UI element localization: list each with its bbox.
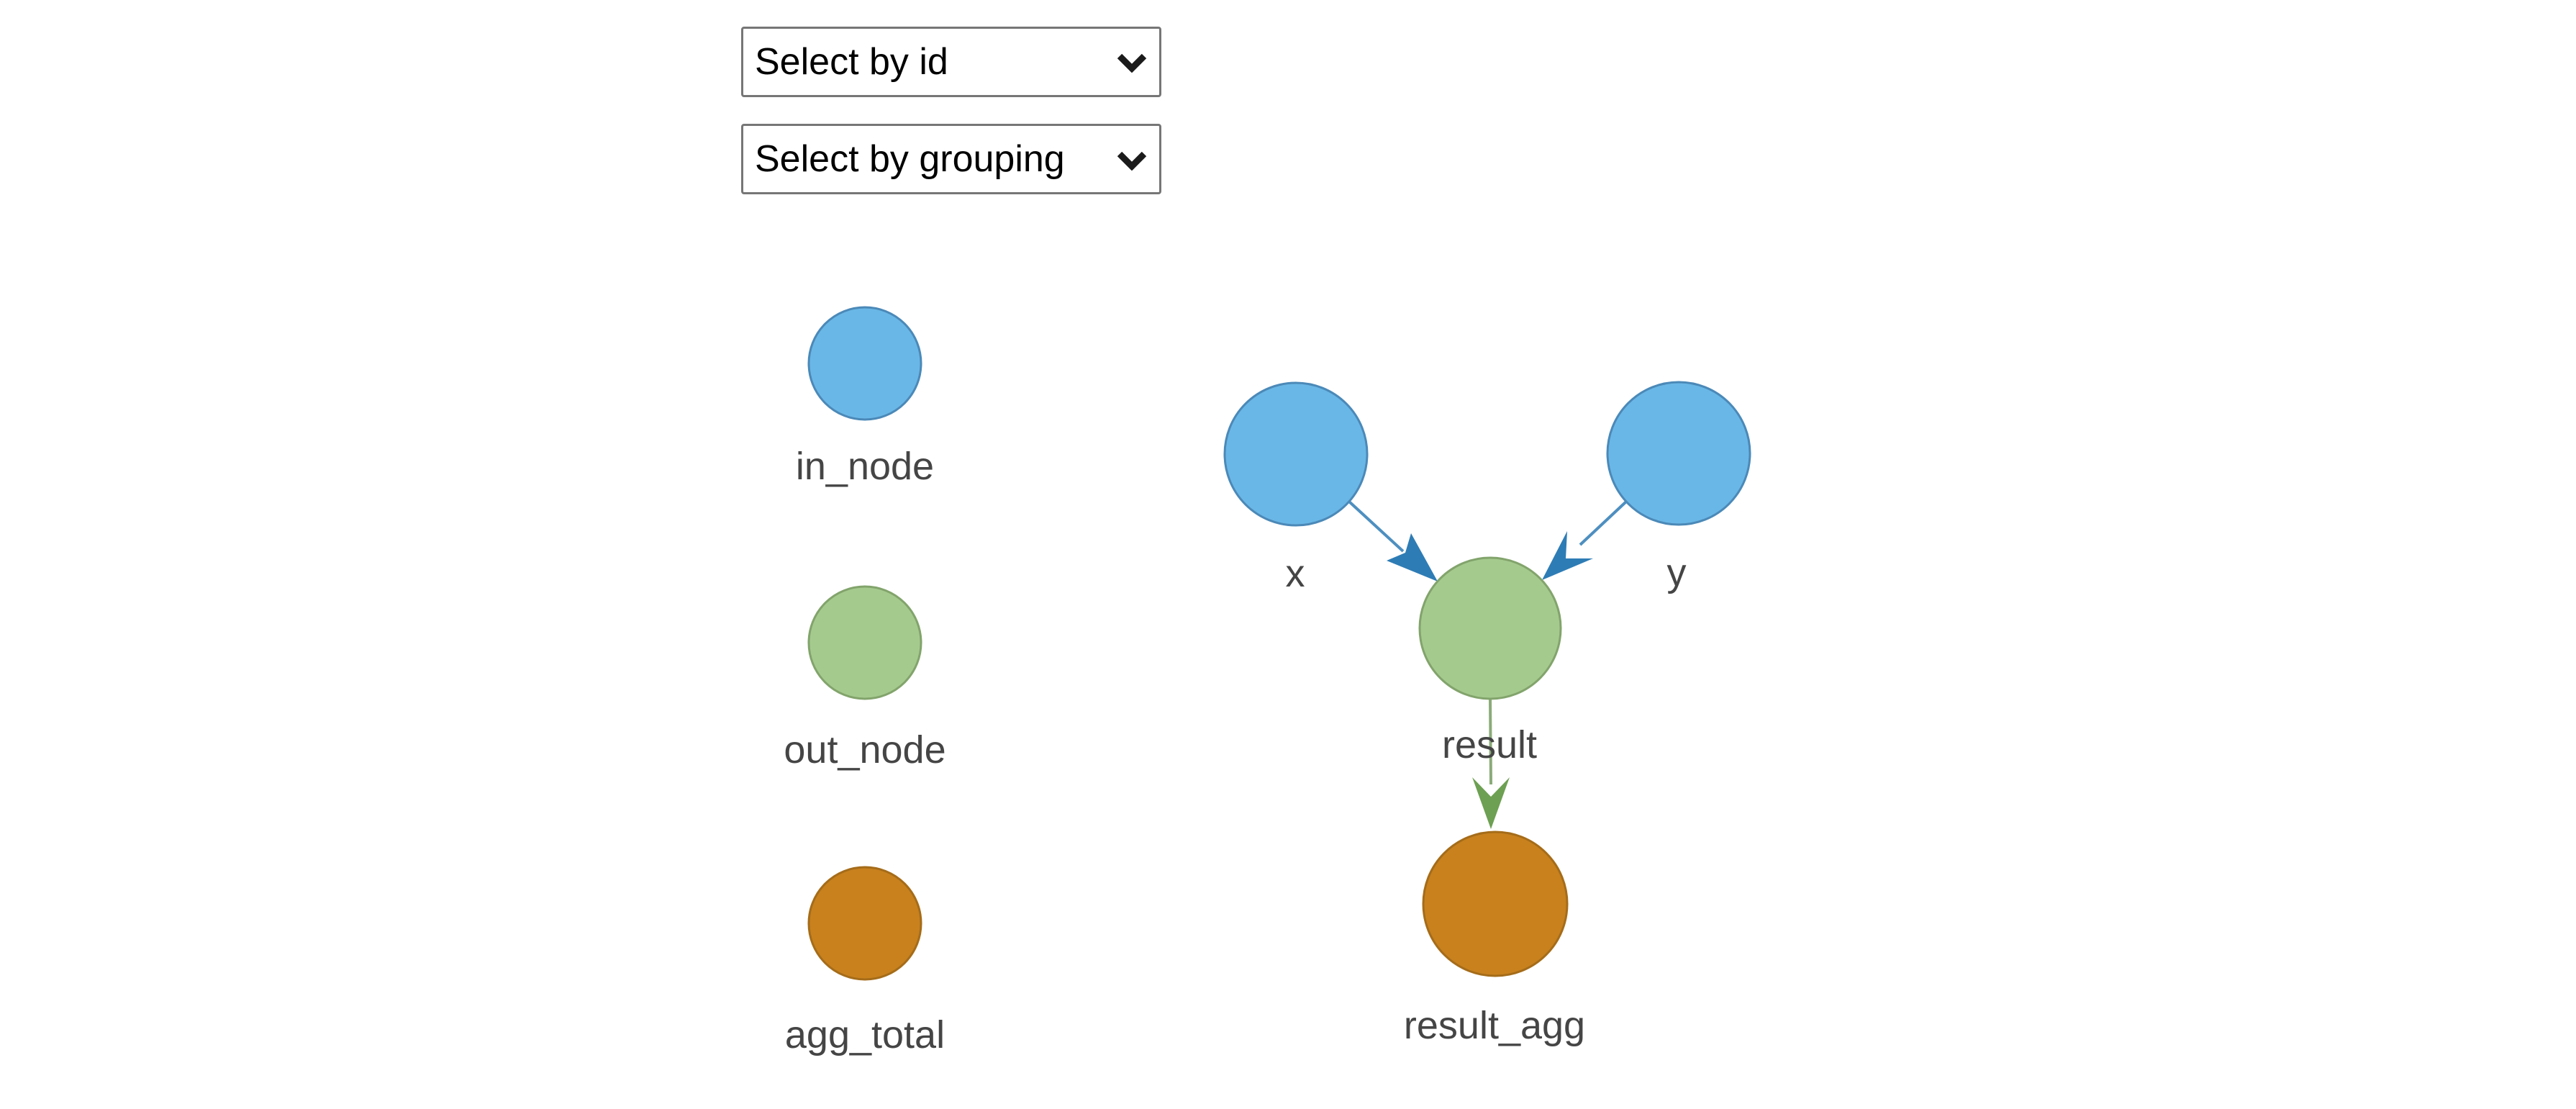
legend-label-agg-total: agg_total xyxy=(785,1013,945,1056)
edge-x-result-arrowhead xyxy=(1387,533,1438,581)
node-result-agg[interactable] xyxy=(1422,830,1569,977)
legend-swatch-agg-total xyxy=(807,866,922,981)
node-result[interactable] xyxy=(1418,556,1562,700)
legend-swatch-in-node xyxy=(807,306,922,421)
node-result-agg-label: result_agg xyxy=(1404,1004,1585,1047)
graph-nodes: x y result result_agg xyxy=(1223,381,1751,1047)
legend: in_node out_node agg_total xyxy=(784,306,946,1056)
edge-y-result xyxy=(1579,500,1628,546)
legend-label-out-node: out_node xyxy=(784,728,945,771)
edge-x-result xyxy=(1348,500,1405,553)
node-y[interactable] xyxy=(1606,381,1751,526)
edge-y-result-arrowhead xyxy=(1542,531,1593,580)
graph-edges xyxy=(1348,500,1628,829)
node-result-label: result xyxy=(1442,723,1537,766)
legend-swatch-out-node xyxy=(807,585,922,700)
select-by-id-dropdown[interactable]: Select by id xyxy=(741,27,1161,97)
node-x-label: x xyxy=(1286,552,1305,595)
edge-result-resultagg xyxy=(1489,698,1492,785)
legend-label-in-node: in_node xyxy=(796,445,934,488)
node-x[interactable] xyxy=(1223,381,1369,527)
edge-result-resultagg-arrowhead xyxy=(1472,777,1510,829)
node-y-label: y xyxy=(1667,551,1687,594)
select-by-grouping-dropdown[interactable]: Select by grouping xyxy=(741,124,1161,194)
